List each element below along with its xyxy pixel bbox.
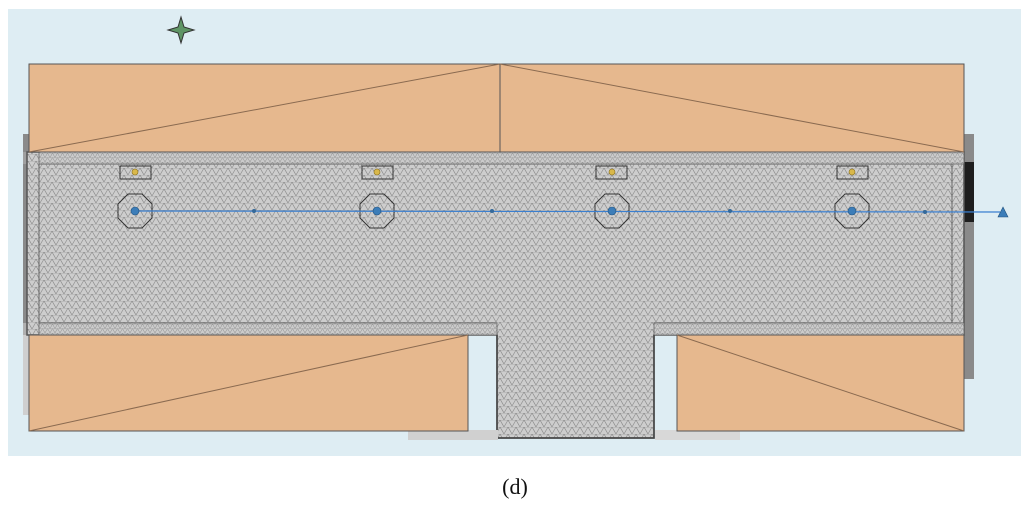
refinement-octagons bbox=[117, 193, 870, 229]
sensor-4 bbox=[836, 165, 869, 180]
bottom-block-left bbox=[28, 334, 469, 432]
sensor-3 bbox=[595, 165, 628, 180]
sensor-2 bbox=[361, 165, 394, 180]
mesh-diagram bbox=[23, 15, 1009, 440]
top-block-left bbox=[28, 63, 501, 153]
figure-caption: (d) bbox=[502, 474, 528, 499]
probe-line bbox=[130, 206, 1009, 218]
sensor-1 bbox=[119, 165, 152, 180]
top-block-right bbox=[499, 63, 965, 153]
bottom-block-right bbox=[676, 334, 965, 432]
star-icon bbox=[166, 15, 196, 45]
probe-end-triangle-icon bbox=[997, 206, 1009, 218]
mesh-region bbox=[26, 151, 965, 439]
